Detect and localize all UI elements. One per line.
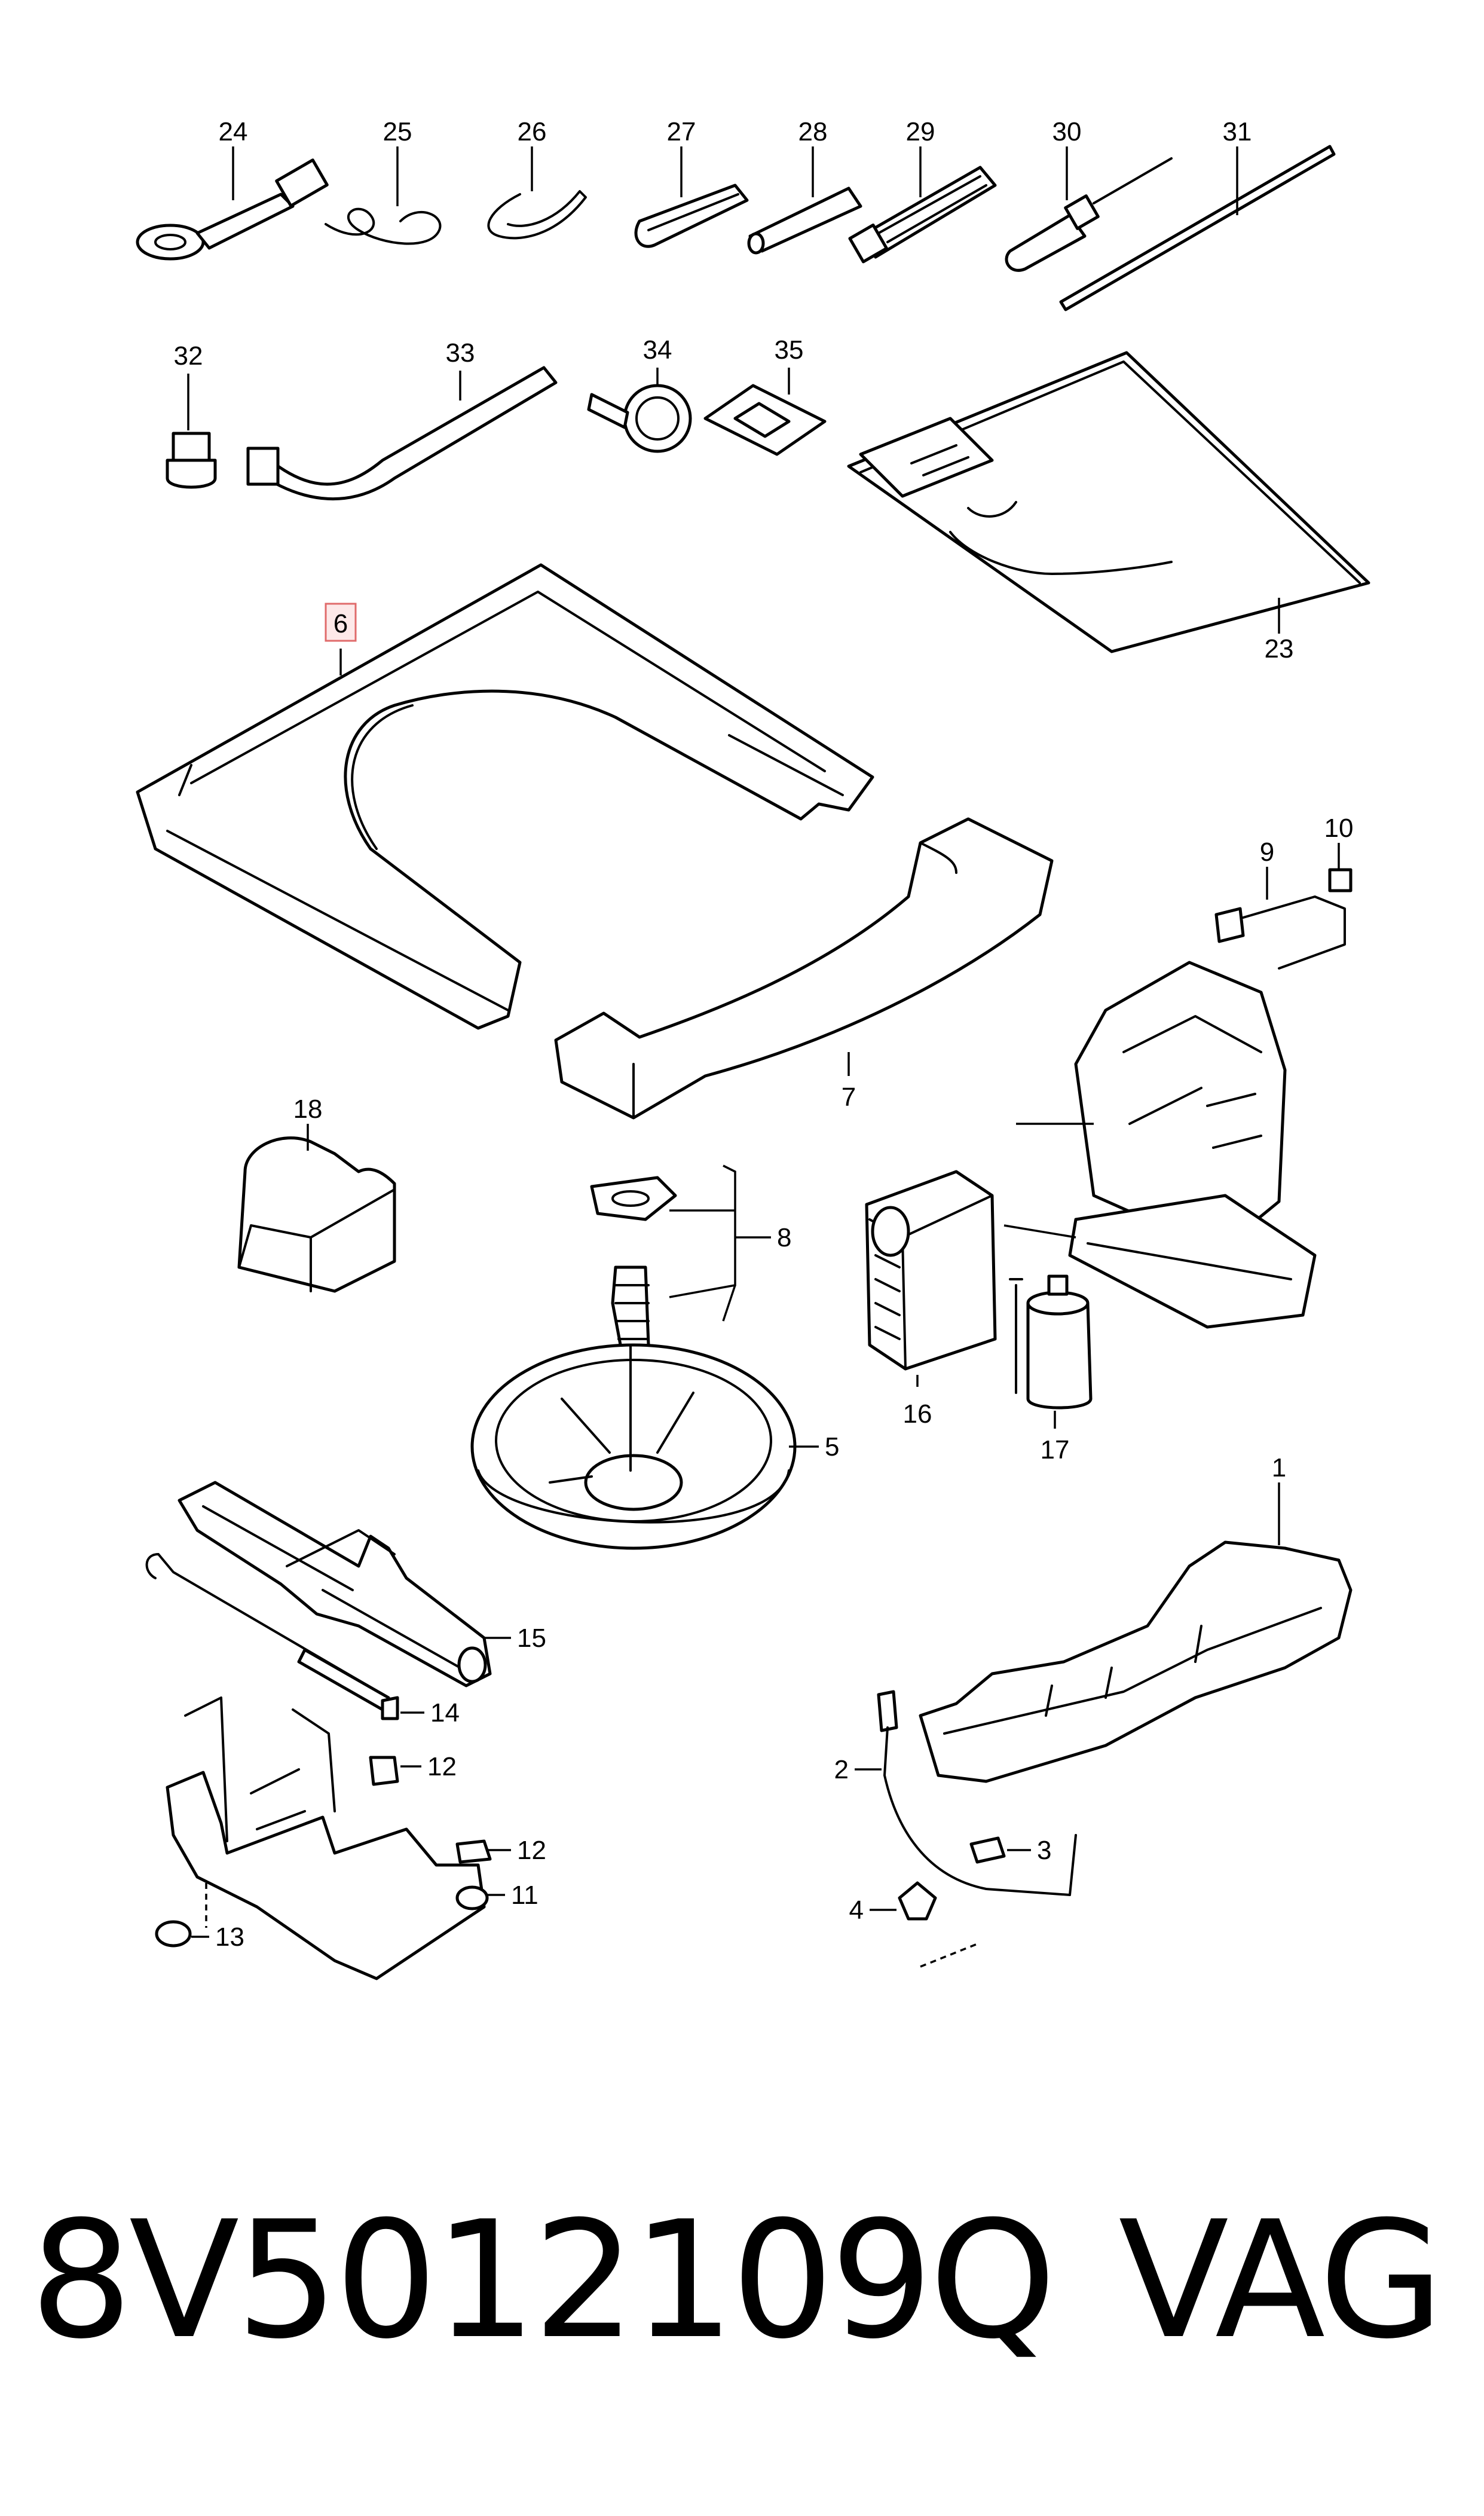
caption-bar: 8V5012109Q VAG: [30, 2182, 1464, 2379]
callout-12b: 12: [517, 1836, 546, 1865]
callout-28: 28: [798, 117, 828, 146]
compressor-holder: [1003, 961, 1317, 1329]
callout-12a: 12: [427, 1752, 457, 1781]
callout-26: 26: [518, 117, 547, 146]
part-1-floor-insert: 1: [919, 1453, 1353, 1783]
callout-14: 14: [430, 1698, 460, 1728]
callout-34: 34: [643, 335, 672, 365]
part-28-pin: 28: [747, 117, 862, 255]
callout-18: 18: [293, 1095, 323, 1124]
part-25-wire-clip: 25: [325, 117, 442, 245]
part-3-clip-nut: 3: [969, 1836, 1051, 1865]
part-15-jack: 15: [178, 1481, 546, 1687]
part-31-rod: 31: [1059, 117, 1336, 311]
callout-2: 2: [834, 1755, 849, 1784]
callout-29: 29: [906, 117, 935, 146]
part-7-foam-insert: 7: [554, 817, 1054, 1120]
callout-35: 35: [775, 335, 804, 365]
part-11-jack-holder: 11: [166, 1696, 538, 1980]
part-24-towing-eye: 24: [136, 117, 329, 261]
highlight-box: [325, 603, 357, 642]
part-27-bracket: 27: [634, 117, 749, 248]
part-8-fastener-set: 8: [590, 1164, 791, 1353]
part-34-pressure-gauge: 34: [587, 335, 692, 453]
callout-32: 32: [174, 341, 203, 371]
callout-5: 5: [825, 1432, 839, 1462]
callout-4: 4: [849, 1896, 864, 1925]
part-number-label: 8V5012109Q: [30, 2186, 1056, 2374]
callout-23: 23: [1265, 634, 1294, 664]
part-14-crank: 14: [145, 1553, 460, 1728]
callout-6: 6: [333, 609, 348, 638]
part-17-sealant-bottle: 17: [1009, 1274, 1093, 1465]
callout-10: 10: [1324, 814, 1354, 843]
callout-1: 1: [1272, 1453, 1286, 1482]
part-30-tool-handle: 30: [1005, 117, 1173, 272]
part-16-compressor: 16: [865, 1170, 997, 1429]
part-12-clip-upper: 12: [369, 1752, 457, 1786]
callout-9: 9: [1260, 837, 1274, 867]
part-18-foam-block: 18: [237, 1095, 396, 1293]
brand-label: VAG: [1118, 2186, 1444, 2374]
exploded-parts-diagram: 24 25 26 27 28 29 30 31: [136, 117, 1370, 1980]
callout-30: 30: [1052, 117, 1082, 146]
part-29-screwdriver: 29: [848, 117, 997, 264]
callout-24: 24: [219, 117, 248, 146]
part-5-spare-wheel-well: 5: [470, 1343, 839, 1550]
callout-3: 3: [1037, 1836, 1051, 1865]
callout-31: 31: [1223, 117, 1252, 146]
callout-11: 11: [511, 1881, 538, 1910]
callout-17: 17: [1041, 1435, 1070, 1465]
part-23-tool-pouch: 23: [847, 351, 1370, 664]
callout-7: 7: [842, 1083, 856, 1112]
part-12-clip-lower: 12: [455, 1836, 546, 1865]
callout-25: 25: [383, 117, 412, 146]
part-13-push-rivet: 13: [155, 1883, 244, 1952]
part-2-cover-strip: 2: [834, 1690, 1077, 1896]
part-26-clip: 26: [487, 117, 587, 240]
callout-13: 13: [215, 1922, 244, 1952]
callout-15: 15: [517, 1624, 546, 1653]
part-6-tray: 6: [136, 563, 874, 1030]
part-32-bolt: 32: [166, 341, 217, 489]
part-33-wheel-bolt-wrench: 33: [246, 338, 558, 501]
part-35-label-plate: 35: [703, 335, 827, 456]
callout-8: 8: [777, 1223, 791, 1252]
part-10-nut: 10: [1324, 814, 1354, 892]
callout-16: 16: [903, 1399, 932, 1429]
part-9-strap: 9: [1214, 837, 1346, 970]
callout-27: 27: [667, 117, 696, 146]
callout-33: 33: [446, 338, 475, 368]
part-4-rivet: 4: [849, 1881, 981, 1968]
